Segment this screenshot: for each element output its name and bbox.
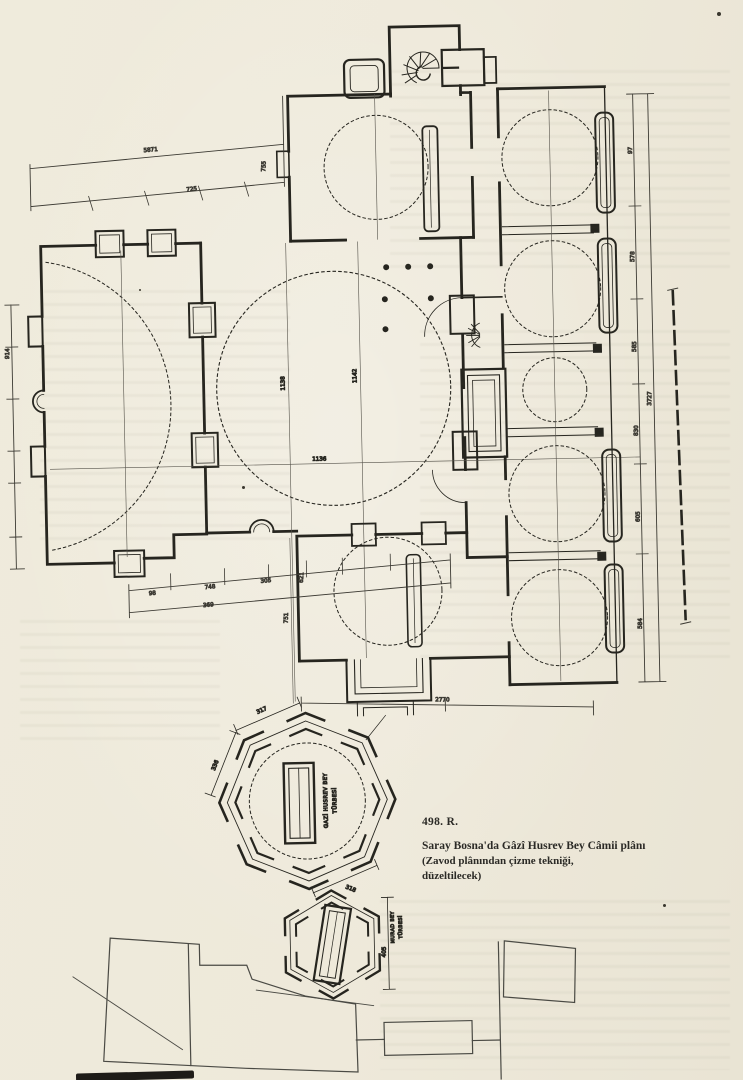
mosque-plan: 1136 1138 1142 [27,24,641,704]
turbe-small-label-line2: TÜRBESİ [397,915,405,940]
dimension-oct-2: 336 [211,759,221,772]
hexagon-dimension-line [380,896,396,990]
caption-line-3: düzeltilecek) [422,870,482,883]
octagonal-turbe: GAZİ HUSREV BEY TÜRBESİ 317 336 318 [204,696,415,898]
turbe-dome-circle [248,742,366,860]
portal-jamb [460,367,509,459]
main-hall: 1136 1138 1142 [50,236,641,702]
dimension-top-segment: 725 [186,186,198,193]
west-wing [27,228,209,578]
figure-number: 498. R. [422,816,459,828]
south-portal [345,657,433,704]
dome-circle [45,261,172,551]
dimension-r-4: 830 [634,425,640,436]
dimension-left-vertical: 914 [5,348,11,359]
dimension-top-vertical: 755 [261,160,268,171]
portico-columns [594,111,626,654]
south-annex [289,521,511,704]
dimension-r-3: 585 [632,341,638,352]
north-buttress [342,58,386,100]
dimension-bl-2: 748 [205,584,217,591]
paper-speck [663,904,666,907]
minaret-block [387,24,498,98]
east-portal [460,295,509,459]
sarcophagus [312,903,353,986]
arch-niche [248,518,275,534]
dimension-oct-3: 318 [344,884,357,894]
dimension-r-2: 578 [630,251,636,262]
hexagonal-turbe: MURAD BEY TÜRBESİ 405 [283,889,405,1000]
dimension-top-total: 5871 [143,147,158,154]
scale-bar [671,289,687,621]
arcade-piers [187,241,220,535]
dimension-r-6: 584 [638,618,644,629]
dimension-bl-v1: 621 [299,572,306,583]
dimension-bl-1: 98 [149,591,157,598]
portico [496,85,626,687]
caption-line-2: (Zavod plânından çizme tekniği, [422,855,574,868]
dimension-bl-4: 369 [203,602,215,609]
dimension-south-total: 2770 [435,697,450,703]
paper-speck [717,12,721,16]
muqarnas-niche-icon [466,322,481,348]
north-annex [275,58,476,243]
spiral-staircase-icon [401,51,440,84]
caption-line-1: Saray Bosna'da Gâzî Husrev Bey Câmii plâ… [422,840,646,852]
main-dome-circle [216,270,452,506]
dimension-hall-width: 1136 [312,456,327,462]
paper-speck [242,486,245,489]
column-plinths [590,223,607,561]
turbe-large-label-line1: GAZİ HUSREV BEY [322,773,330,829]
sarcophagus [282,761,317,845]
site-outline [72,937,577,1080]
leader-lines [72,976,375,1051]
dimension-right-total: 3727 [647,391,653,406]
turbe-dimensions [204,696,380,898]
turbe-small-label-line1: MURAD BEY [390,911,397,943]
gallery-columns [381,263,434,333]
turbe-entrance-steps [356,700,415,741]
paper-speck [139,289,141,291]
dimension-hall-axis-2: 1142 [352,369,358,383]
figure-caption: 498. R. Saray Bosna'da Gâzî Husrev Bey C… [422,816,727,885]
wall-niche [32,389,46,414]
dimension-lines: 5871 725 755 914 98 748 305 369 621 751 … [4,93,692,716]
dimension-hex: 405 [382,946,388,957]
dimension-bl-3: 305 [260,578,272,585]
dimension-bl-v2: 751 [284,612,290,623]
dimension-hall-axis-1: 1138 [280,376,286,391]
dome-circle [333,536,443,646]
dimension-r-1: 97 [628,146,634,154]
dimension-oct-1: 317 [256,706,269,716]
dimension-r-5: 605 [636,511,642,522]
turbe-large-label-line2: TÜRBESİ [331,787,339,814]
